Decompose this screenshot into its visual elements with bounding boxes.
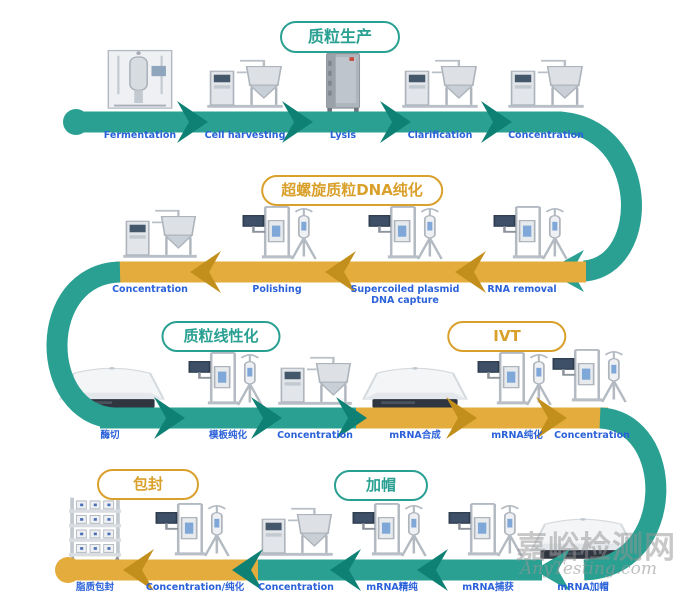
step-label: 模板纯化 (208, 430, 248, 441)
chevron-right-icon (446, 397, 567, 439)
step-label: 脂质包封 (75, 582, 115, 593)
chevron-left-icon (123, 549, 154, 591)
step-label: Lysis (329, 130, 357, 141)
section-title-pill: 包封 (96, 469, 200, 500)
step-label: mRNA捕获 (462, 582, 514, 593)
chevron-right-icon (177, 101, 512, 143)
step-label: mRNA精纯 (366, 582, 418, 593)
step-label: Supercoiled plasmid DNA capture (350, 284, 460, 306)
step-label: Fermentation (103, 130, 177, 141)
section-title-pill: 质粒生产 (279, 21, 401, 53)
step-label: Concentration (554, 430, 630, 441)
step-label: Concentration/纯化 (145, 582, 245, 593)
section-title-pill: IVT (447, 321, 567, 352)
arrowhead-left-icon (534, 549, 570, 591)
step-label: Polishing (252, 284, 302, 295)
step-label: Concentration (112, 284, 188, 295)
step-label: Concentration (258, 582, 334, 593)
section-title-pill: 加帽 (333, 470, 429, 501)
step-label: Concentration (277, 430, 353, 441)
step-label: mRNA加帽 (557, 582, 609, 593)
section-title-pill: 超螺旋质粒DNA纯化 (261, 175, 443, 206)
step-label: mRNA纯化 (491, 430, 543, 441)
section-title-pill: 质粒线性化 (161, 321, 281, 352)
step-label: Clarification (407, 130, 473, 141)
step-label: Cell harvesting (204, 130, 286, 141)
step-label: mRNA合成 (389, 430, 441, 441)
step-label: RNA removal (487, 284, 557, 295)
chevron-left-icon (232, 549, 448, 591)
step-label: Concentration (508, 130, 584, 141)
step-label: 酶切 (100, 430, 120, 441)
chevron-left-icon (190, 251, 486, 293)
chevron-right-icon (154, 397, 367, 439)
